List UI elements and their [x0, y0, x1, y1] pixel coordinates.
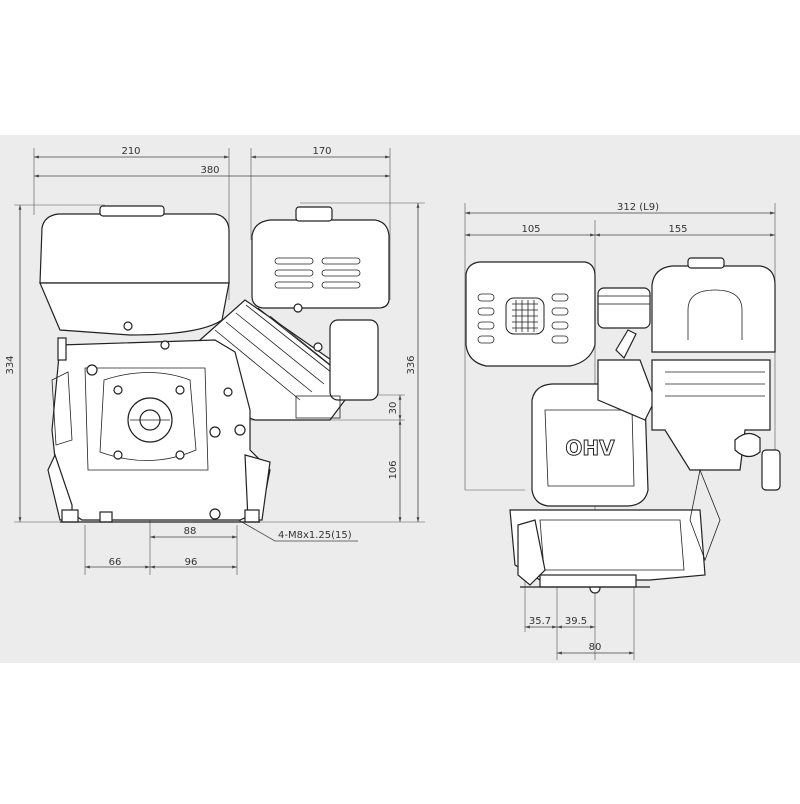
dim-210: 210	[121, 146, 140, 157]
dim-30: 30	[388, 402, 399, 415]
side-lever	[51, 371, 73, 446]
dim-334: 334	[5, 355, 16, 374]
shroud-slots	[477, 293, 569, 344]
tank-vents	[274, 257, 361, 289]
carburetor-fins	[665, 371, 765, 397]
air-filter-cover	[39, 213, 230, 284]
crankcase-side	[509, 509, 706, 581]
dim-380: 380	[200, 165, 219, 176]
cover-bolts	[86, 303, 323, 460]
dim-88: 88	[184, 526, 197, 537]
dim-105: 105	[521, 224, 540, 235]
grille-mesh	[512, 300, 538, 332]
air-filter-base	[39, 282, 230, 336]
fuel-tank	[251, 219, 390, 309]
bolt-spec-note: 4-M8x1.25(15)	[278, 530, 352, 541]
air-filter-knob-side	[687, 257, 725, 269]
valve-cover-inner	[544, 409, 635, 487]
valve-cover	[531, 383, 649, 507]
fuel-valve	[734, 432, 761, 458]
dim-96: 96	[185, 557, 198, 568]
air-filter-side	[651, 265, 776, 353]
air-filter-arch	[687, 289, 743, 340]
dim-170: 170	[312, 146, 331, 157]
dim-35-7: 35.7	[529, 616, 551, 627]
mounting-feet	[47, 453, 271, 523]
governor-bracket	[597, 359, 656, 421]
ohv-badge: OHV	[565, 436, 615, 460]
dim-66: 66	[109, 557, 122, 568]
dim-39-5: 39.5	[565, 616, 587, 627]
side-view: 312 (L9) 105 155 35.7 39.5 80	[464, 202, 781, 660]
throttle-lever	[615, 329, 637, 360]
recoil-rib	[597, 295, 651, 305]
dim-312: 312 (L9)	[617, 202, 659, 213]
crankcase-panel	[539, 519, 685, 571]
front-cover-rib	[99, 372, 197, 461]
fuel-cap	[295, 206, 333, 222]
front-cover	[84, 367, 209, 471]
muffler-bracket	[689, 468, 721, 562]
air-filter-knob	[99, 205, 165, 217]
dim-80: 80	[589, 642, 602, 653]
dim-155: 155	[668, 224, 687, 235]
dim-336: 336	[406, 355, 417, 374]
choke-knob	[761, 449, 781, 491]
mount-base	[539, 574, 637, 588]
dim-106: 106	[388, 460, 399, 479]
front-view: 210 170 380 334 336 30 106 65 65 88 66 9…	[5, 146, 425, 575]
recoil-housing-top	[597, 287, 651, 329]
pto-housing	[517, 519, 546, 586]
side-clip	[57, 337, 67, 361]
